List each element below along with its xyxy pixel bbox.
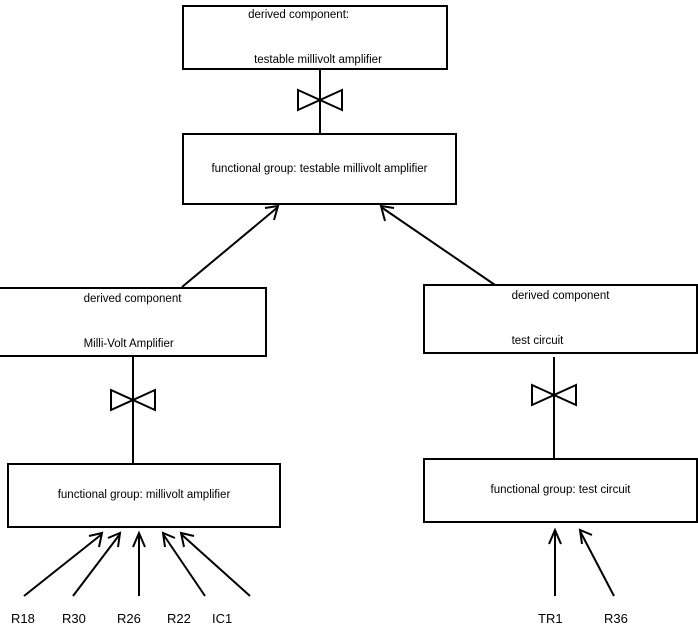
leaf-label-r22: R22: [167, 611, 191, 626]
leaf-label-r36: R36: [604, 611, 628, 626]
arrowhead-ic1: [179, 531, 195, 548]
node-fg-test-circuit-text: functional group: test circuit: [491, 453, 631, 528]
link-r36: [579, 530, 615, 597]
node-fg-test-circuit[interactable]: functional group: test circuit: [423, 458, 698, 523]
leaf-label-tr1: TR1: [538, 611, 563, 626]
arrowhead-r36: [578, 528, 593, 545]
node-fg-millivolt-amplifier-text: functional group: millivolt amplifier: [58, 458, 231, 533]
node-line-1: derived component: [83, 293, 182, 305]
arrowhead-tr1: [548, 527, 562, 545]
arrowhead-r22: [161, 531, 176, 548]
bowtie-right-icon: [531, 383, 577, 407]
node-line-1: derived component: [511, 290, 610, 302]
link-r22: [162, 533, 206, 597]
leaf-label-ic1: IC1: [212, 611, 233, 626]
node-derived-test-circuit[interactable]: derived component test circuit: [423, 284, 698, 354]
node-line-1: functional group: test circuit: [490, 484, 631, 496]
arrowhead-r26: [132, 530, 146, 548]
node-derived-test-circuit-text: derived component test circuit: [512, 259, 610, 379]
leaf-label-r18: R18: [11, 611, 35, 626]
node-derived-testable-millivolt-amplifier[interactable]: derived component: testable millivolt am…: [182, 5, 448, 70]
bowtie-top-icon: [297, 88, 343, 112]
arrowhead-r30: [107, 531, 122, 548]
node-line-2: Milli-Volt Amplifier: [83, 338, 174, 350]
arrowhead-right-to-testable-group: [379, 204, 395, 222]
leaf-label-r26: R26: [117, 611, 141, 626]
node-line-2: testable millivolt amplifier: [254, 53, 382, 66]
link-test-circuit-to-testable-group: [380, 206, 499, 288]
link-r18: [23, 533, 103, 597]
node-line-2: test circuit: [511, 335, 564, 347]
node-line-1: functional group: testable millivolt amp…: [211, 162, 428, 175]
node-fg-testable-millivolt-amplifier[interactable]: functional group: testable millivolt amp…: [182, 133, 457, 205]
node-derived-milli-volt-amplifier[interactable]: derived component Milli-Volt Amplifier: [0, 287, 267, 357]
arrowhead-left-to-testable-group: [264, 204, 280, 221]
node-line-1: derived component:: [248, 8, 350, 21]
bowtie-left-icon: [110, 388, 156, 412]
node-fg-testable-millivolt-amplifier-text: functional group: testable millivolt amp…: [211, 132, 427, 207]
node-derived-testable-millivolt-amplifier-text: derived component: testable millivolt am…: [248, 0, 382, 98]
link-milli-volt-amplifier-to-testable-group: [181, 206, 279, 288]
arrowhead-r18: [88, 531, 104, 548]
node-line-1: functional group: millivolt amplifier: [57, 489, 231, 501]
link-ic1: [180, 533, 251, 597]
node-fg-millivolt-amplifier[interactable]: functional group: millivolt amplifier: [7, 463, 281, 528]
node-derived-milli-volt-amplifier-text: derived component Milli-Volt Amplifier: [84, 262, 182, 382]
leaf-label-r30: R30: [62, 611, 86, 626]
link-r30: [72, 533, 121, 597]
